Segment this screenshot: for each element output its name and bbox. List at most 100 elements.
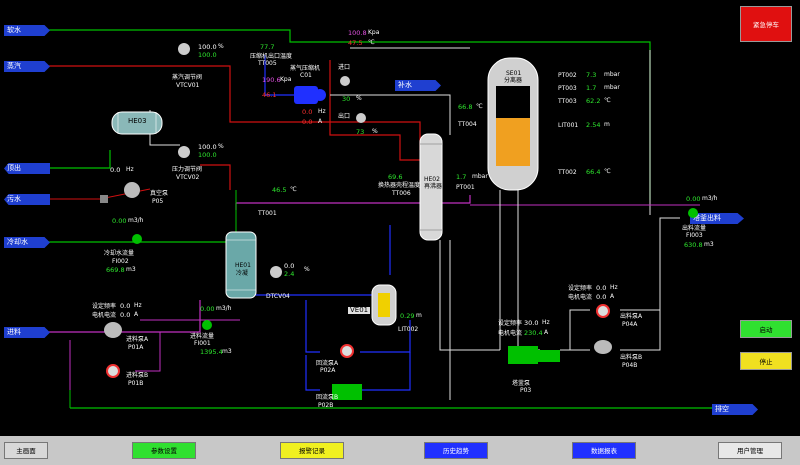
- vtcv02-output: 100.0: [198, 151, 217, 159]
- nav-alarms-button[interactable]: 报警记录: [280, 442, 344, 459]
- top-temp-unit: ℃: [368, 39, 375, 46]
- inlet-label: 进口: [338, 64, 351, 71]
- p04-cur-label: 电机电流: [568, 294, 593, 301]
- pt002-value: 7.3: [586, 71, 597, 79]
- c01-kpa-unit: Kpa: [280, 76, 292, 83]
- stream-water-supply[interactable]: 补水: [395, 80, 441, 91]
- fi002-total-unit: m3: [126, 266, 136, 273]
- stream-steam[interactable]: 蒸汽: [4, 61, 50, 72]
- tt002-value: 66.4: [586, 168, 601, 176]
- top-kpa-unit: Kpa: [368, 29, 380, 36]
- p03-cur-unit: A: [544, 329, 549, 336]
- p02a-id: P02A: [320, 367, 336, 374]
- top-temp-value: 47.5: [348, 39, 363, 47]
- emergency-stop-button[interactable]: 紧急停车: [740, 6, 792, 42]
- ve01-label: VE01: [348, 306, 371, 314]
- fi001-meter-icon[interactable]: [202, 320, 212, 330]
- p01b-name: 进料泵B: [126, 372, 149, 379]
- c01-a-unit: A: [318, 118, 323, 125]
- p03-cur-value: 230.4: [524, 329, 543, 337]
- p02b-pump-icon[interactable]: [332, 384, 362, 400]
- p02a-pump-icon[interactable]: [340, 344, 354, 358]
- fi002-meter-icon[interactable]: [132, 234, 142, 244]
- nav-trends-button[interactable]: 历史趋势: [424, 442, 488, 459]
- dtcv04-id: DTCV04: [266, 293, 290, 300]
- stream-waste-water[interactable]: 污水: [4, 194, 50, 205]
- tt004-id: TT004: [458, 121, 477, 128]
- outlet-pct: %: [372, 128, 378, 135]
- vtcv02-setpoint: 100.0: [198, 143, 217, 151]
- stream-feed[interactable]: 进料: [4, 327, 50, 338]
- lit001-unit: m: [604, 121, 610, 128]
- outlet-gauge-icon[interactable]: [356, 113, 366, 123]
- tt003-id: TT003: [558, 98, 577, 105]
- fi001-total-unit: m3: [222, 348, 232, 355]
- p05-id: P05: [152, 198, 164, 205]
- p04-freq-label: 设定频率: [568, 285, 593, 292]
- fi003-id: FI003: [686, 232, 703, 239]
- vtcv02-valve-icon[interactable]: [178, 146, 190, 158]
- c01-red-value: 46.1: [262, 91, 277, 99]
- stop-button[interactable]: 停止: [740, 352, 792, 370]
- tt001-id: TT001: [258, 210, 277, 217]
- p04-freq-value: 0.0: [596, 284, 607, 292]
- vtcv02-name: 压力调节阀: [172, 166, 203, 173]
- fi001-id: FI001: [194, 340, 211, 347]
- nav-main-button[interactable]: 主画面: [4, 442, 48, 459]
- pt002-id: PT002: [558, 72, 577, 79]
- vtcv01-output: 100.0: [198, 51, 217, 59]
- p04b-id: P04B: [622, 362, 638, 369]
- inlet-value: 30: [342, 95, 351, 103]
- p05-motor-icon: [100, 195, 108, 203]
- p03-id: P03: [520, 387, 532, 394]
- fi003-total-unit: m3: [704, 241, 714, 248]
- p05-hz-unit: Hz: [126, 166, 134, 173]
- pt001-value: 1.7: [456, 173, 467, 181]
- pt003-unit: mbar: [604, 84, 620, 91]
- nav-users-button[interactable]: 用户管理: [718, 442, 782, 459]
- tt005-label: 压缩机出口温度: [250, 53, 293, 60]
- tt006-id: TT006: [392, 190, 411, 197]
- stream-top-product[interactable]: 顶出: [4, 163, 50, 174]
- he01-name: 冷凝: [236, 270, 249, 277]
- pt001-temp-value: 69.6: [388, 173, 403, 181]
- vtcv01-valve-icon[interactable]: [178, 43, 190, 55]
- p03-cur-label: 电机电流: [498, 330, 523, 337]
- he01-id: HE01: [235, 262, 251, 269]
- p02b-id: P02B: [318, 402, 334, 409]
- p04b-pump-icon[interactable]: [594, 340, 612, 354]
- pt003-value: 1.7: [586, 84, 597, 92]
- tt001-unit: ℃: [290, 186, 297, 193]
- se01-id: SE01: [506, 70, 522, 77]
- c01-a-value: 0.0: [302, 118, 313, 126]
- start-button[interactable]: 启动: [740, 320, 792, 338]
- outlet-value: 73: [356, 128, 365, 136]
- stream-soft-water[interactable]: 软水: [4, 25, 50, 36]
- p02b-name: 回流泵B: [316, 394, 339, 401]
- p04-freq-unit: Hz: [610, 284, 618, 291]
- p04b-name: 出料泵B: [620, 354, 643, 361]
- fi003-value: 0.00: [686, 195, 701, 203]
- p05-pump-icon[interactable]: [124, 182, 140, 198]
- p01a-pump-icon[interactable]: [104, 322, 122, 338]
- c01-hz-value: 0.0: [302, 108, 313, 116]
- fi003-meter-icon[interactable]: [688, 208, 698, 218]
- fi002-id: FI002: [112, 258, 129, 265]
- lit002-value: 0.29: [400, 312, 415, 320]
- c01-hz-unit: Hz: [318, 108, 326, 115]
- lit001-value: 2.54: [586, 121, 601, 129]
- tt001-value: 46.5: [272, 186, 287, 194]
- nav-reports-button[interactable]: 数据报表: [572, 442, 636, 459]
- tt004-unit: ℃: [476, 103, 483, 110]
- p04a-pump-icon[interactable]: [596, 304, 610, 318]
- nav-params-button[interactable]: 参数设置: [132, 442, 196, 459]
- stream-drain[interactable]: 排空: [712, 404, 758, 415]
- stream-bottom-product[interactable]: 塔釜出料: [690, 213, 744, 224]
- p01-cur-label: 电机电流: [92, 312, 117, 319]
- inlet-gauge-icon[interactable]: [340, 76, 350, 86]
- p01b-pump-icon[interactable]: [106, 364, 120, 378]
- he02-id: HE02: [424, 176, 440, 183]
- dtcv04-valve-icon[interactable]: [270, 266, 282, 278]
- stream-cooling-water[interactable]: 冷却水: [4, 237, 50, 248]
